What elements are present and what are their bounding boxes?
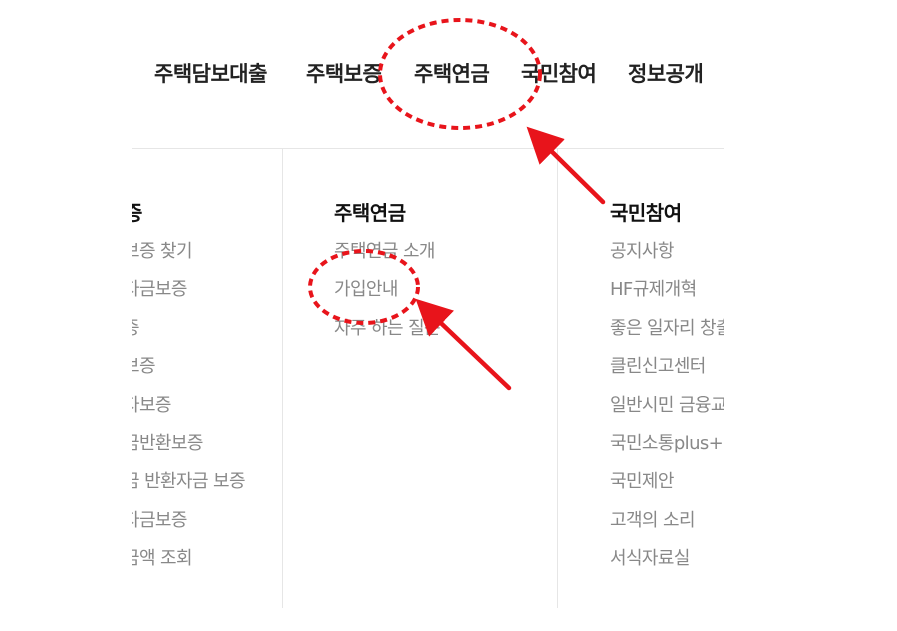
submenu-item[interactable]: 금 반환자금 보증 xyxy=(132,471,246,493)
submenu-item[interactable]: HF규제개혁 xyxy=(610,279,697,301)
megamenu-top-divider xyxy=(132,148,724,149)
global-nav: 주택담보대출 주택보증 주택연금 국민참여 정보공개 xyxy=(0,58,897,90)
submenu-item[interactable]: 자보증 xyxy=(132,394,171,416)
submenu-column-housing-pension: 주택연금 주택연금 소개 가입안내 자주 하는 질문 xyxy=(283,149,557,609)
submenu-item[interactable]: 국민제안 xyxy=(610,471,674,493)
submenu-item-pension-intro[interactable]: 주택연금 소개 xyxy=(334,241,435,262)
submenu-item[interactable]: 금액 조회 xyxy=(132,548,193,570)
column-divider-1 xyxy=(282,148,283,608)
submenu-item[interactable]: 고객의 소리 xyxy=(610,509,696,531)
submenu-item[interactable]: 보증 xyxy=(132,356,156,378)
nav-item-housing-pension[interactable]: 주택연금 xyxy=(414,62,490,86)
submenu-list: 주택연금 소개 가입안내 자주 하는 질문 xyxy=(334,238,441,353)
nav-item-information-disclosure[interactable]: 정보공개 xyxy=(628,62,704,86)
submenu-item[interactable]: 금반환보증 xyxy=(132,432,203,454)
column-title: 증 xyxy=(132,201,142,225)
nav-item-mortgage-loan[interactable]: 주택담보대출 xyxy=(154,62,267,86)
column-title: 국민참여 xyxy=(610,201,682,225)
submenu-item[interactable]: 증 xyxy=(132,315,245,353)
submenu-item-faq[interactable]: 자주 하는 질문 xyxy=(334,317,441,339)
submenu-item[interactable]: 국민소통plus+ xyxy=(610,432,724,454)
column-title: 주택연금 xyxy=(334,201,406,225)
submenu-item[interactable]: 클린신고센터 xyxy=(610,356,706,378)
submenu-column-public-participation: 국민참여 공지사항 HF규제개혁 좋은 일자리 창출 클린신고센터 일반시민 금… xyxy=(558,149,724,609)
submenu-item[interactable]: 공지사항 xyxy=(610,241,674,262)
submenu-item[interactable]: 좋은 일자리 창출 xyxy=(610,317,724,339)
submenu-item[interactable]: 보증 찾기 xyxy=(132,241,193,262)
submenu-list: 공지사항 HF규제개혁 좋은 일자리 창출 클린신고센터 일반시민 금융교 국민… xyxy=(610,238,724,584)
nav-item-public-participation[interactable]: 국민참여 xyxy=(521,62,597,86)
nav-item-housing-guarantee[interactable]: 주택보증 xyxy=(306,62,382,86)
submenu-item[interactable]: 서식자료실 xyxy=(610,548,690,570)
column-divider-2 xyxy=(557,148,558,608)
submenu-item-join-guide[interactable]: 가입안내 xyxy=(334,279,398,301)
submenu-item[interactable]: 일반시민 금융교 xyxy=(610,394,724,416)
